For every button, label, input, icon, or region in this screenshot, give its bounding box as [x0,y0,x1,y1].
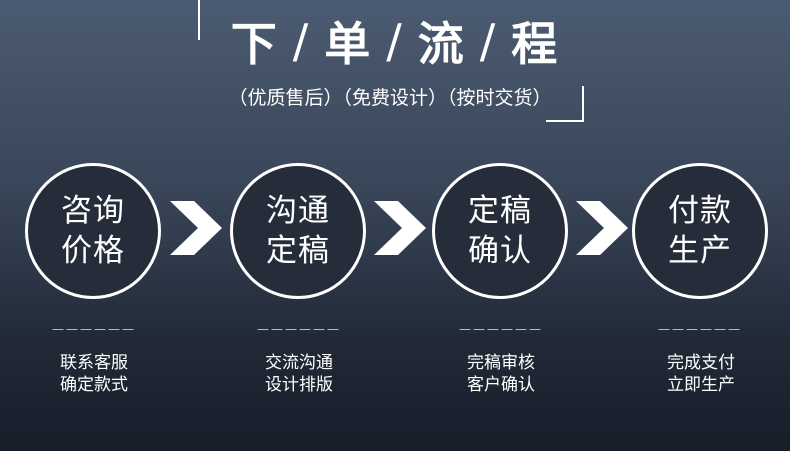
step-3-divider: —————— [459,322,543,336]
step-1-description: 联系客服 确定款式 [34,352,154,396]
step-1-desc-line-2: 确定款式 [60,375,128,395]
step-2-desc-line-2: 设计排版 [265,375,333,395]
step-1-line-2: 价格 [61,233,125,269]
step-2-divider: —————— [257,322,341,336]
chevron-right-icon [170,201,222,255]
page-subtitle: （优质售后）（免费设计）（按时交货） [228,86,552,109]
step-circle-4: 付款 生产 [632,163,768,299]
step-3-desc-line-1: 完稿审核 [467,353,535,373]
step-4-desc-line-2: 立即生产 [667,375,735,395]
step-3-line-2: 确认 [468,233,532,269]
step-3-description: 完稿审核 客户确认 [441,352,561,396]
title-char-3: 流 [417,17,466,71]
step-2-description: 交流沟通 设计排版 [239,352,359,396]
title-separator-3: / [479,14,498,68]
title-char-4: 程 [511,17,560,71]
title-char-1: 下 [230,17,279,71]
page-title: 下 / 单 / 流 / 程 [210,10,580,72]
step-3-desc-line-2: 客户确认 [467,375,535,395]
title-separator-2: / [386,14,404,68]
chevron-right-icon [576,201,628,255]
step-4-description: 完成支付 立即生产 [641,352,761,396]
step-circle-1: 咨询 价格 [25,163,161,299]
title-separator-1: / [292,14,311,68]
step-2-desc-line-1: 交流沟通 [265,353,333,373]
step-2-line-2: 定稿 [266,233,330,269]
subtitle-bracket-right-horizontal [546,120,584,122]
step-3-line-1: 定稿 [468,193,532,229]
step-4-line-2: 生产 [668,233,732,269]
step-4-divider: —————— [658,322,742,336]
step-circle-2: 沟通 定稿 [230,163,366,299]
title-char-2: 单 [324,17,373,71]
subtitle-bracket-right-vertical [582,86,584,122]
step-1-desc-line-1: 联系客服 [60,353,128,373]
step-1-line-1: 咨询 [61,193,125,229]
step-1-divider: —————— [52,322,136,336]
chevron-right-icon [374,201,426,255]
step-2-line-1: 沟通 [266,193,330,229]
step-circle-3: 定稿 确认 [432,163,568,299]
step-4-line-1: 付款 [668,193,732,229]
title-bracket-left [198,0,200,40]
step-4-desc-line-1: 完成支付 [667,353,735,373]
